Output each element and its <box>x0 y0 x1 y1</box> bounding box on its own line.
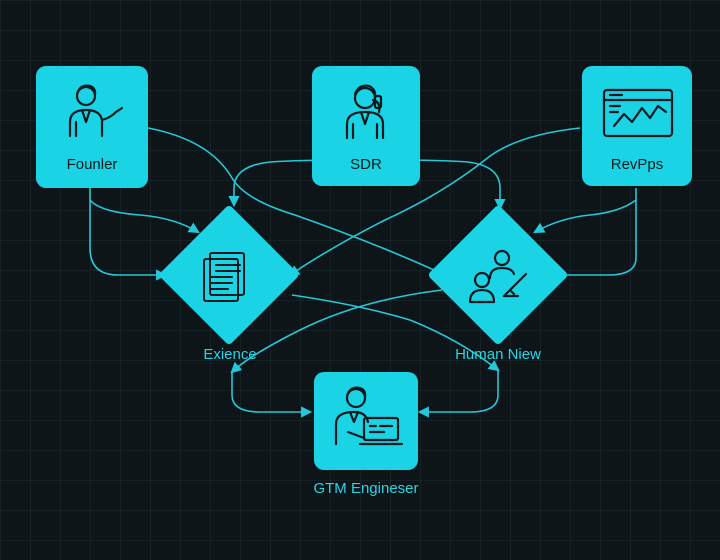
connector-revops-to-experience <box>288 127 581 277</box>
connector-founder-to-human-review <box>147 127 448 277</box>
analytics-window-icon <box>602 88 674 138</box>
gtm-engineer-node[interactable] <box>314 372 418 470</box>
engineer-laptop-icon <box>334 386 404 446</box>
connector-revops-to-human-review-top <box>533 199 637 234</box>
connector-founder-to-experience <box>89 188 168 281</box>
experience-label: Exience <box>203 346 257 363</box>
revops-label: RevPps <box>610 156 664 173</box>
founder-label: Founler <box>66 156 118 173</box>
gtm-engineer-label: GTM Engineser <box>313 480 419 497</box>
connector-human-review-to-experience <box>230 289 443 374</box>
connector-human-review-to-gtm <box>417 370 499 418</box>
founder-node[interactable]: Founler <box>36 66 148 188</box>
human-review-label: Human Niew <box>455 346 541 363</box>
connector-experience-to-human-review <box>291 294 500 372</box>
connector-founder-to-experience-top <box>89 199 200 234</box>
connector-experience-to-gtm <box>231 372 313 418</box>
revops-node[interactable]: RevPps <box>582 66 692 186</box>
person-phone-icon <box>345 84 385 140</box>
presenter-person-icon <box>68 84 124 138</box>
people-approval-icon <box>468 249 528 304</box>
sdr-node[interactable]: SDR <box>312 66 420 186</box>
connector-revops-to-human-review <box>549 188 637 281</box>
sdr-label: SDR <box>350 156 382 173</box>
documents-icon <box>203 252 245 302</box>
